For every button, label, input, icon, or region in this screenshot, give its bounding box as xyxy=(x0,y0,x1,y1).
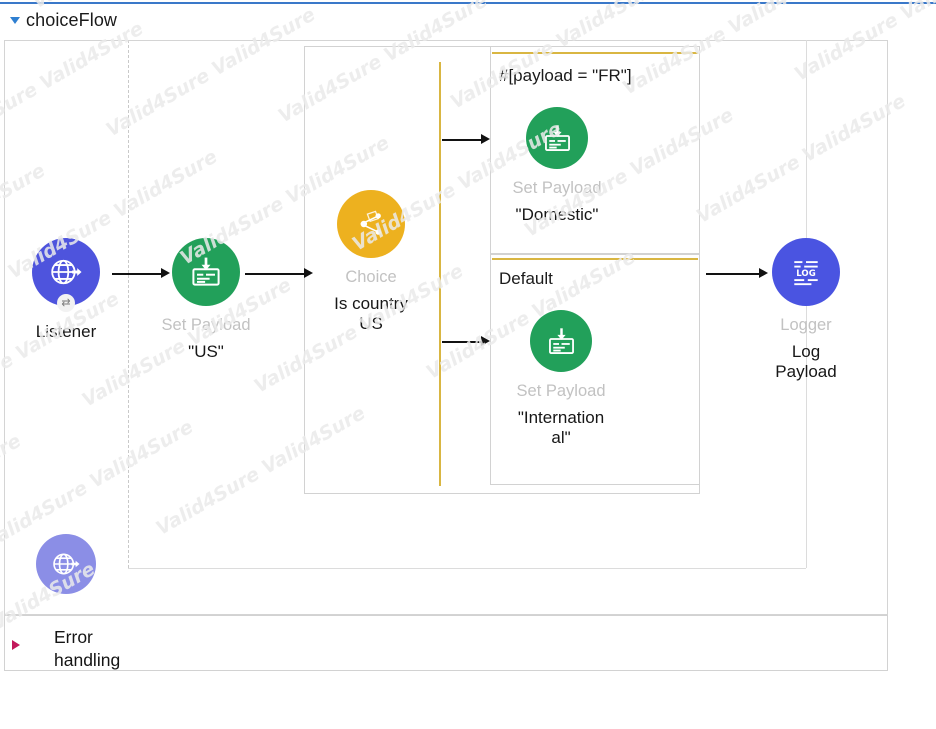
branch-2-rule xyxy=(492,258,698,260)
exchange-icon: ⇄ xyxy=(57,294,75,312)
node-choice-label: Is country US xyxy=(334,293,408,334)
process-area-bottom-rule xyxy=(128,568,806,569)
node-listener[interactable]: ⇄ Listener xyxy=(22,238,110,342)
flow-outer-container xyxy=(4,40,888,615)
flow-header[interactable]: choiceFlow xyxy=(10,10,117,31)
set-payload-icon[interactable] xyxy=(530,310,592,372)
node-set-payload-international-label: "Internation al" xyxy=(517,407,605,448)
branch-1-rule xyxy=(492,52,698,54)
choice-branch-icon[interactable] xyxy=(337,190,405,258)
window-accent-rule xyxy=(0,2,936,4)
node-set-payload-us[interactable]: Set Payload "US" xyxy=(162,238,251,362)
arrow-choice-to-branch-1 xyxy=(442,134,490,145)
source-divider xyxy=(128,40,129,568)
node-set-payload-domestic-label: "Domestic" xyxy=(515,204,599,224)
branch-when-label: #[payload = "FR"] xyxy=(499,66,632,85)
error-handling-container xyxy=(4,615,888,671)
node-error-listener[interactable] xyxy=(34,534,98,594)
svg-text:LOG: LOG xyxy=(796,269,815,279)
triangle-right-icon[interactable] xyxy=(12,640,20,650)
arrow-choice-to-logger xyxy=(706,268,768,279)
choice-branch-1-box xyxy=(490,46,700,254)
choice-spine xyxy=(439,62,441,486)
log-icon[interactable]: LOG xyxy=(772,238,840,306)
page-title: choiceFlow xyxy=(26,10,118,30)
choice-branch-2-box xyxy=(490,254,700,485)
arrow-listener-to-setpayload xyxy=(112,268,170,279)
globe-arrow-icon[interactable]: ⇄ xyxy=(32,238,100,312)
set-payload-icon[interactable] xyxy=(172,238,240,306)
arrow-setpayload-to-choice xyxy=(245,268,313,279)
node-logger[interactable]: LOG Logger Log Payload xyxy=(770,238,842,383)
node-set-payload-international[interactable]: Set Payload "Internation al" xyxy=(517,310,606,449)
node-listener-label: Listener xyxy=(35,322,97,341)
node-logger-type: Logger xyxy=(780,316,832,334)
node-set-payload-us-type: Set Payload xyxy=(161,316,251,334)
triangle-down-icon[interactable] xyxy=(10,17,20,24)
watermark-text: Valid4Sure xyxy=(724,0,836,39)
node-set-payload-international-type: Set Payload xyxy=(516,382,606,400)
set-payload-icon[interactable] xyxy=(526,107,588,169)
node-set-payload-domestic-type: Set Payload xyxy=(512,179,602,197)
node-set-payload-us-label: "US" xyxy=(188,341,224,361)
node-logger-label: Log Payload xyxy=(775,341,837,382)
node-choice-type: Choice xyxy=(345,268,397,286)
node-choice[interactable]: Choice Is country US xyxy=(330,190,412,335)
node-set-payload-domestic[interactable]: Set Payload "Domestic" xyxy=(513,107,602,225)
arrow-choice-to-branch-2 xyxy=(442,336,490,347)
globe-arrow-icon[interactable] xyxy=(36,534,96,594)
branch-default-label: Default xyxy=(499,269,553,288)
error-handling-label: Error handling xyxy=(54,627,121,671)
